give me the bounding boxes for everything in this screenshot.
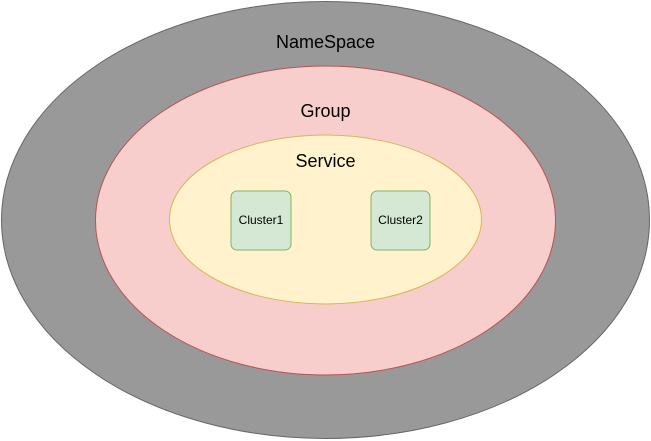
cluster2-label: Cluster2 <box>378 213 423 227</box>
cluster2-box[interactable] <box>370 190 431 251</box>
cluster1-box[interactable] <box>230 190 292 251</box>
namespace-label: NameSpace <box>276 32 375 52</box>
cluster1-label: Cluster1 <box>239 213 284 227</box>
service-label: Service <box>295 151 355 171</box>
group-label: Group <box>300 101 350 121</box>
service-ellipse[interactable] <box>169 134 482 305</box>
